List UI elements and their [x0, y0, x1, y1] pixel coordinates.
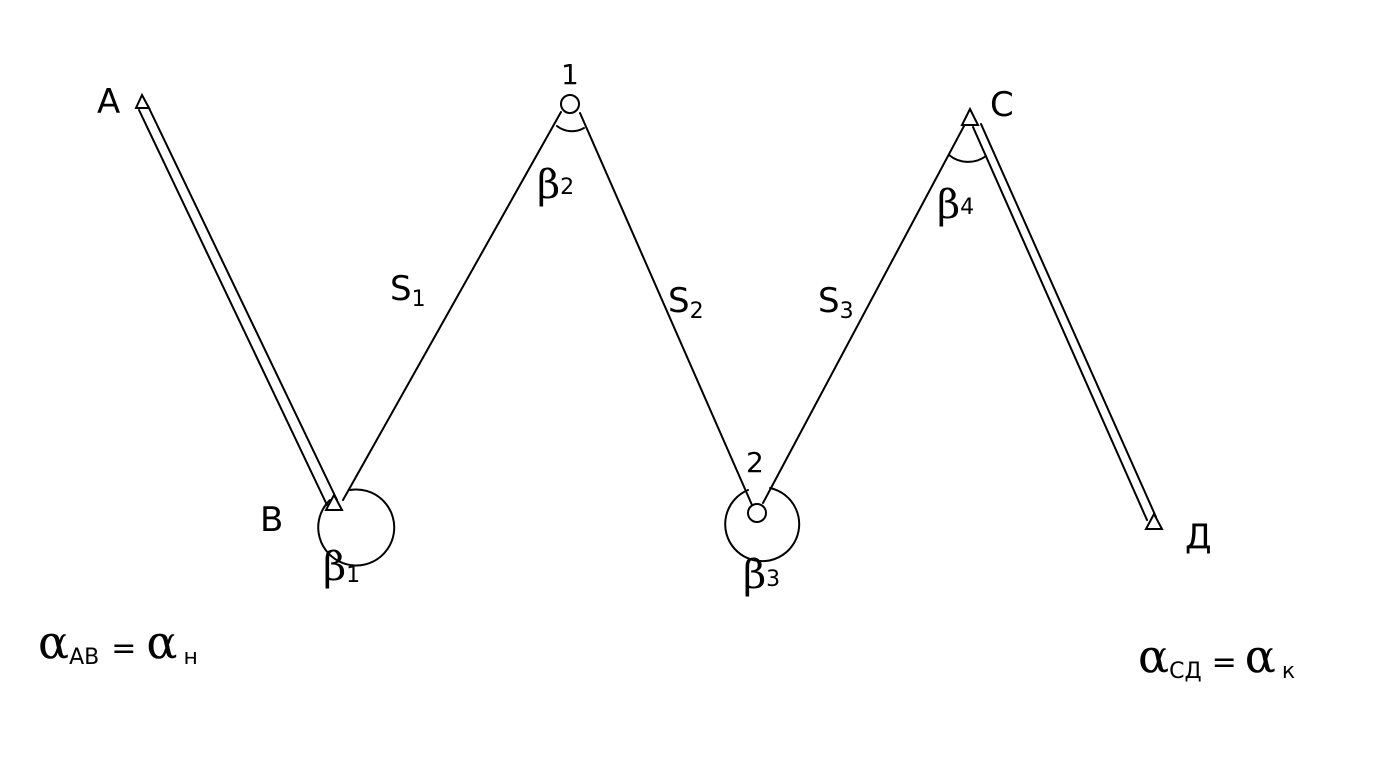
- label-d: Д: [1185, 517, 1212, 557]
- label-a: A: [97, 82, 120, 122]
- label-beta2: β2: [537, 162, 574, 208]
- triangle-a: [134, 92, 151, 109]
- label-s1: S1: [390, 269, 426, 312]
- line-c-d-inner: [980, 123, 1157, 518]
- angle-arc-b4: [948, 154, 987, 163]
- triangle-c: [960, 106, 980, 126]
- line-c-d-outer: [972, 126, 1148, 521]
- angle-arc-b2: [556, 125, 585, 133]
- line-a-b-outer: [138, 109, 328, 506]
- point-1-circle: [560, 94, 580, 114]
- line-a-b-inner: [147, 105, 338, 501]
- label-point-2: 2: [746, 446, 764, 479]
- angle-arc-b1: [317, 488, 396, 567]
- label-point-1: 1: [561, 58, 579, 91]
- label-beta4: β4: [937, 182, 974, 228]
- side-s1: [342, 111, 562, 501]
- label-s3: S3: [818, 281, 854, 324]
- label-s2: S2: [668, 281, 704, 324]
- side-s2: [579, 112, 753, 506]
- label-b: B: [260, 500, 283, 540]
- side-s3: [762, 125, 965, 504]
- triangle-d: [1144, 511, 1164, 530]
- angle-arc-b3: [724, 487, 801, 563]
- point-2-circle: [747, 503, 767, 523]
- label-c: C: [990, 85, 1014, 125]
- triangle-b: [324, 492, 344, 511]
- label-beta3: β3: [743, 552, 780, 598]
- label-beta1: β1: [323, 544, 360, 590]
